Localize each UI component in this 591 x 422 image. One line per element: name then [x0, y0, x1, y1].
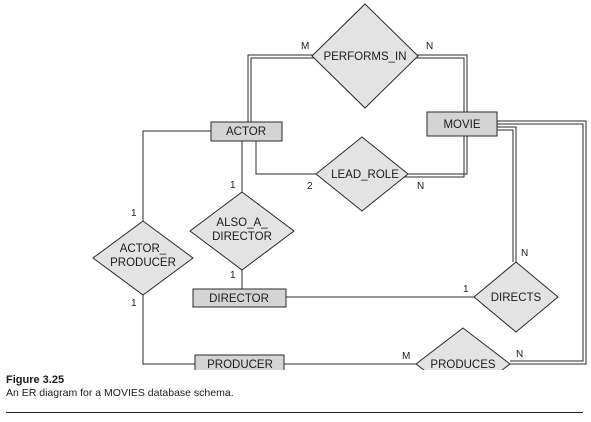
relationship-lead-role: LEAD_ROLE: [315, 136, 409, 212]
cardinality-lead-role-movie: N: [417, 181, 424, 192]
cardinality-also-a-director-director: 1: [230, 270, 236, 281]
relationship-lead-role-label: LEAD_ROLE: [331, 169, 399, 181]
entity-actor: ACTOR: [210, 121, 283, 142]
cardinality-actor-producer-actor: 1: [131, 208, 137, 219]
relationship-directs: DIRECTS: [473, 261, 559, 333]
relationship-actor-producer-label-line1: ACTOR_: [120, 243, 167, 255]
entity-producer-label: PRODUCER: [207, 359, 273, 370]
bottom-divider: [6, 412, 583, 413]
connector-lines: [142, 54, 587, 365]
cardinality-produces-movie: N: [516, 349, 523, 360]
cardinality-produces-producer: M: [402, 351, 410, 362]
edge-performs-in-movie: [412, 54, 468, 112]
cardinality-also-a-director-actor: 1: [230, 180, 236, 191]
edge-movie-directs: [497, 126, 517, 262]
relationship-also-a-director: ALSO_A_ DIRECTOR: [189, 191, 295, 271]
edge-actor-lead-role: [255, 141, 316, 175]
relationship-actor-producer: ACTOR_ PRODUCER: [92, 220, 194, 296]
edge-lead-role-movie-inner: [401, 136, 465, 178]
entity-producer: PRODUCER: [194, 354, 285, 370]
cardinality-directs-movie: N: [521, 248, 528, 259]
entity-director: DIRECTOR: [192, 288, 287, 308]
entity-director-label: DIRECTOR: [209, 293, 269, 305]
cardinality-directs-director: 1: [463, 284, 469, 295]
edge-actor-producer-producer: [142, 295, 195, 365]
figure-caption-text: An ER diagram for a MOVIES database sche…: [6, 387, 234, 399]
edge-performs-in-movie-inner: [412, 57, 465, 112]
edge-lead-role-movie: [401, 136, 468, 175]
cardinality-actor-producer-producer: 1: [131, 298, 137, 309]
edge-movie-produces: [497, 120, 587, 365]
figure-caption-title: Figure 3.25: [6, 374, 65, 386]
entity-actor-label: ACTOR: [226, 126, 266, 138]
edge-actor-performs-in-inner: [250, 57, 318, 122]
relationship-also-a-director-label-line2: DIRECTOR: [212, 231, 272, 243]
relationship-produces: PRODUCES: [415, 327, 511, 370]
relationship-also-a-director-label-line1: ALSO_A_: [216, 217, 268, 229]
relationship-performs-in: PERFORMS_IN: [311, 3, 419, 109]
cardinality-performs-in-movie: N: [426, 41, 433, 52]
entity-movie-label: MOVIE: [443, 119, 480, 131]
edge-movie-directs-inner: [497, 129, 514, 262]
cardinality-performs-in-actor: M: [301, 41, 309, 52]
er-diagram: PERFORMS_IN LEAD_ROLE ALSO_A_ DIRECTOR A…: [92, 3, 587, 370]
relationship-directs-label: DIRECTS: [491, 292, 542, 304]
edge-movie-produces-inner: [497, 123, 584, 362]
edge-actor-performs-in: [247, 54, 318, 122]
edge-actor-actor-producer: [142, 130, 211, 221]
figure-caption: Figure 3.25 An ER diagram for a MOVIES d…: [6, 373, 591, 400]
cardinality-lead-role-actor: 2: [307, 181, 313, 192]
entity-movie: MOVIE: [426, 111, 498, 137]
relationship-produces-label: PRODUCES: [430, 359, 496, 370]
relationship-performs-in-label: PERFORMS_IN: [323, 51, 406, 63]
relationship-actor-producer-label-line2: PRODUCER: [110, 257, 176, 269]
